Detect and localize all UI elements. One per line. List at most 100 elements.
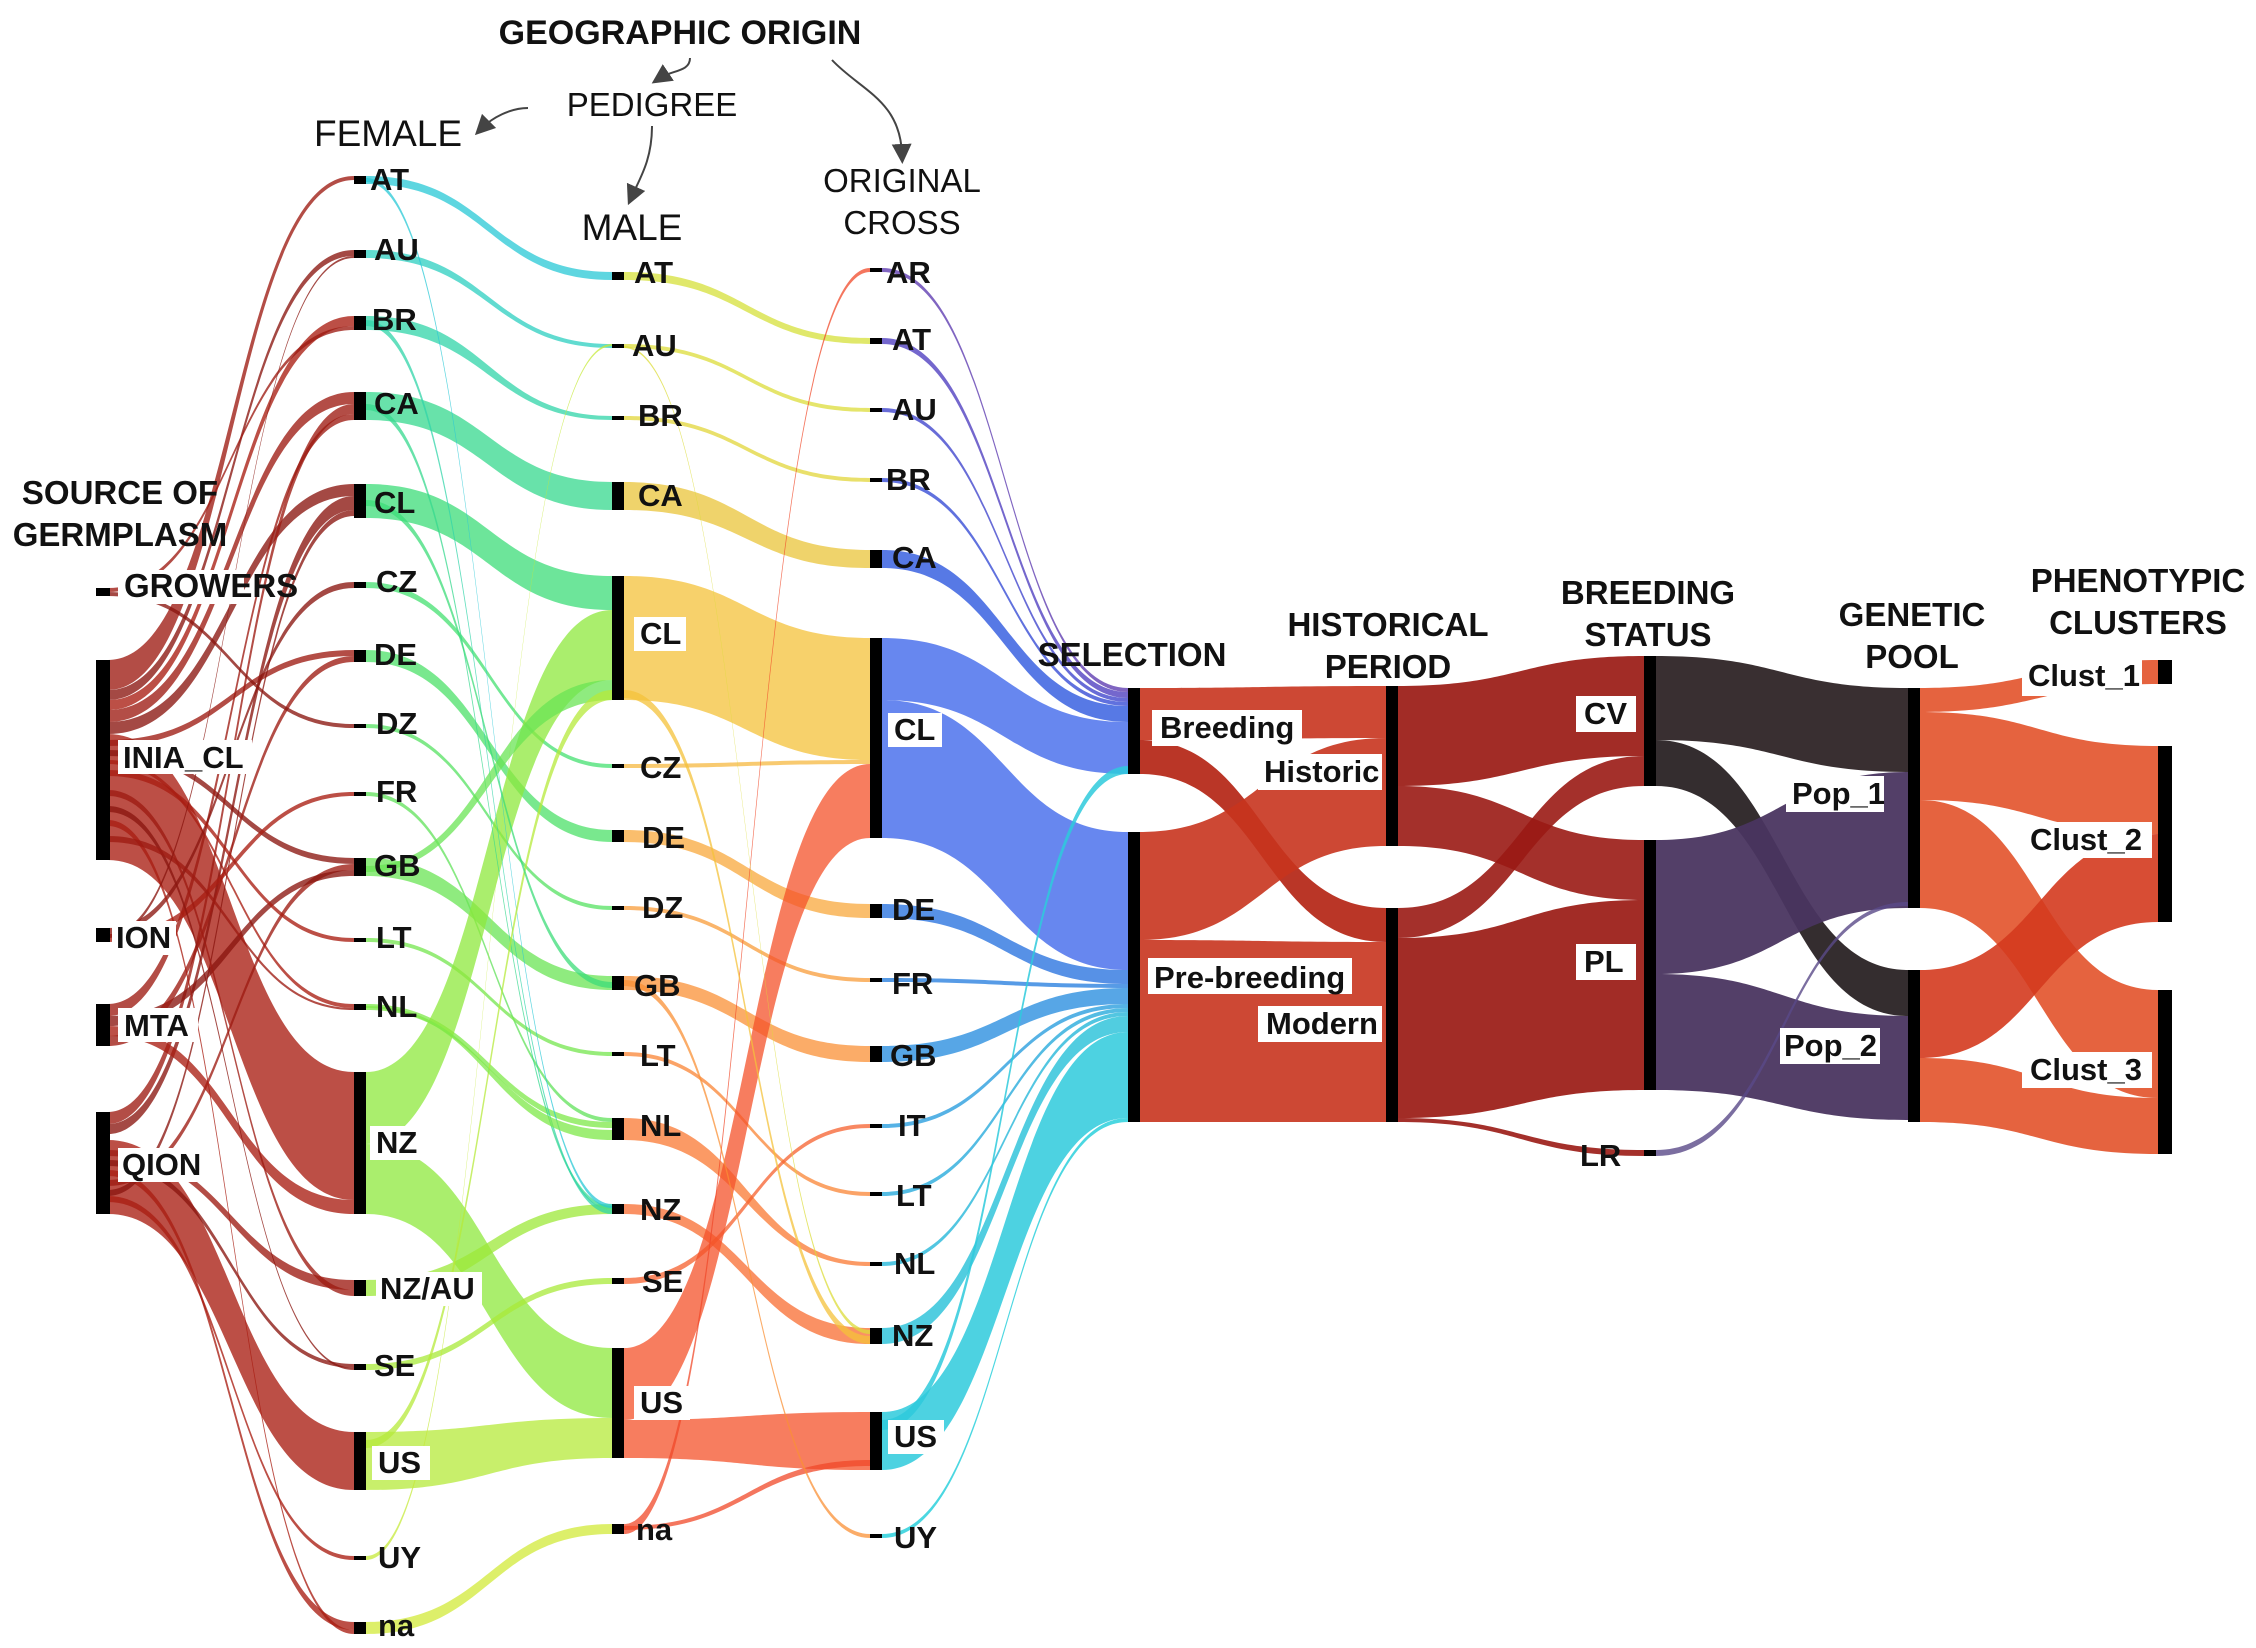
flow-source-female (108, 316, 354, 710)
node-bar-cross (870, 1534, 882, 1538)
node-female-nz-au: NZ/AU (380, 1271, 475, 1306)
flow-cross-selection (882, 338, 1128, 698)
node-bar-female (354, 250, 366, 258)
flow-female-male (366, 344, 612, 1560)
node-female-na: na (378, 1608, 415, 1643)
node-bar-source (96, 1004, 110, 1046)
flow-cross-selection (882, 766, 1128, 1430)
node-female-cz: CZ (376, 564, 417, 599)
flow-source-female (108, 250, 354, 700)
node-female-de: DE (374, 637, 417, 672)
node-cross-us: US (894, 1419, 937, 1454)
node-period-modern: Modern (1266, 1006, 1378, 1041)
node-bar-cross (870, 978, 882, 982)
flow-female-male (366, 680, 612, 872)
title-source-1: SOURCE OF (22, 474, 218, 511)
flow-male-cross (624, 906, 870, 982)
node-female-at: AT (370, 162, 409, 197)
arrow-to-female (474, 107, 529, 136)
flow-female-male (366, 1006, 612, 1140)
flow-female-male (366, 858, 612, 990)
node-bar-status (1644, 656, 1656, 786)
node-male-lt: LT (640, 1038, 676, 1073)
node-bars (96, 176, 2172, 1634)
node-bar-status (1644, 1150, 1656, 1156)
node-bar-male (612, 906, 624, 910)
node-male-se: SE (642, 1264, 683, 1299)
flow-male-cross (624, 1412, 870, 1470)
flow-female-male (366, 938, 612, 1056)
flow-cross-selection (882, 268, 1128, 692)
flow-cv-pop1 (1656, 656, 1908, 772)
flow-male-cross (624, 268, 870, 1534)
flow-source-female (108, 806, 354, 1370)
node-female-nl: NL (376, 989, 417, 1024)
title-genetic-2: POOL (1865, 638, 1959, 675)
flow-cross-selection (882, 1016, 1128, 1344)
flow-source-female (108, 592, 354, 728)
flow-female-male (366, 250, 612, 348)
flow-male-cross (624, 344, 870, 412)
node-male-br: BR (638, 398, 683, 433)
flow-male-cross (624, 576, 870, 760)
title-phenotypic-1: PHENOTYPIC (2031, 562, 2246, 599)
node-bar-male (612, 1348, 624, 1458)
node-bar-male (612, 1278, 624, 1284)
node-bar-female (354, 858, 366, 876)
flow-cross-selection (882, 1032, 1128, 1470)
node-male-nl: NL (640, 1108, 681, 1143)
flow-source-female (108, 836, 354, 1010)
node-bar-female (354, 582, 366, 588)
arrow-to-male (626, 125, 653, 206)
node-cross-ar: AR (886, 255, 931, 290)
flow-source-female (108, 1140, 354, 1490)
title-phenotypic-2: CLUSTERS (2049, 604, 2227, 641)
node-bar-female (354, 316, 366, 330)
flow-pop2-clust3 (1920, 1058, 2158, 1154)
node-female-us: US (378, 1445, 421, 1480)
node-bar-period (1386, 908, 1398, 1122)
node-female-se: SE (374, 1348, 415, 1383)
node-cross-de: DE (892, 892, 935, 927)
flow-female-male (366, 610, 612, 1144)
flow-female-male (366, 1144, 612, 1418)
flow-female-male (366, 1278, 612, 1370)
flow-cross-selection (882, 408, 1128, 702)
flow-male-cross (624, 272, 870, 344)
flow-male-cross (624, 764, 870, 1420)
node-bar-selection (1128, 832, 1140, 1122)
flow-female-male (366, 484, 612, 610)
node-bar-cross (870, 338, 882, 344)
flow-source-female (108, 392, 354, 722)
node-bar-female (354, 1280, 366, 1296)
flow-cross-selection (882, 988, 1128, 1062)
title-historical-1: HISTORICAL (1287, 606, 1488, 643)
flow-source-female (108, 790, 354, 1296)
title-original-cross-1: ORIGINAL (823, 162, 981, 199)
node-male-dz: DZ (642, 890, 683, 925)
node-cluster-3: Clust_3 (2030, 1052, 2142, 1087)
flow-female-male (366, 724, 612, 910)
flow-male-cross (624, 346, 870, 1334)
flow-source-female (108, 770, 354, 942)
node-bar-female (354, 484, 366, 518)
title-source-2: GERMPLASM (13, 516, 228, 553)
node-cross-gb: GB (890, 1038, 937, 1073)
node-male-cl: CL (640, 616, 681, 651)
flow-historic-cv (1398, 656, 1644, 786)
flow-female-male (366, 792, 612, 1122)
flow-male-cross (624, 830, 870, 918)
node-bar-male (612, 1524, 624, 1534)
flow-source-female (108, 792, 354, 942)
node-bar-cross (870, 408, 882, 412)
node-bar-female (354, 1622, 366, 1634)
node-bar-female (354, 792, 366, 796)
node-bar-female (354, 1432, 366, 1490)
title-original-cross-2: CROSS (843, 204, 960, 241)
node-bar-male (612, 1204, 624, 1214)
flow-source-female (108, 1026, 354, 1214)
flow-source-female (108, 1150, 354, 1290)
node-male-cz: CZ (640, 750, 681, 785)
title-historical-2: PERIOD (1325, 648, 1452, 685)
